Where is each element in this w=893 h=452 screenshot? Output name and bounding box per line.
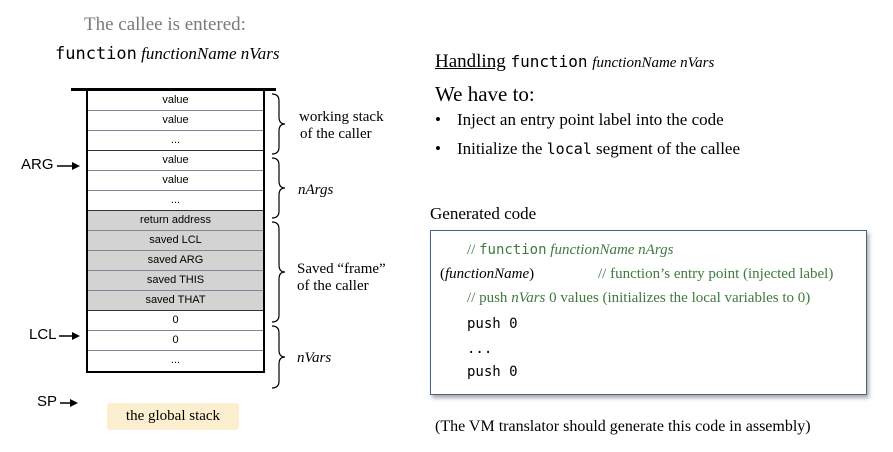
bullet-item: •Inject an entry point label into the co… (435, 110, 724, 129)
stack-cell: value (88, 91, 263, 111)
local-keyword: local (546, 140, 592, 158)
nargs-brace (271, 157, 286, 219)
arg-arrow (57, 162, 80, 170)
code-line-push-0: push 0 (467, 364, 518, 380)
bullet-item: •Initialize the local segment of the cal… (435, 139, 741, 158)
stack-cell: value (88, 171, 263, 191)
working-stack-label: working stack of the caller (299, 109, 384, 142)
callee-entered-caption: The callee is entered: (84, 14, 246, 35)
code-line-entry-label: (functionName) (440, 266, 535, 282)
stack-cell: value (88, 111, 263, 131)
handling-word: Handling (435, 51, 506, 72)
frame-cell-return-address: return address (88, 211, 263, 231)
global-stack-label: the global stack (107, 403, 239, 430)
frame-cell-saved-this: saved THIS (88, 271, 263, 291)
stack-cell: 0 (88, 311, 263, 331)
arg-pointer-label: ARG (21, 156, 54, 173)
bullet-dot-icon: • (435, 110, 441, 129)
lcl-arrow (59, 332, 80, 340)
stack-top-bar (71, 88, 276, 91)
frame-cell-saved-that: saved THAT (88, 291, 263, 311)
intro-text: We have to: (435, 82, 535, 106)
stack-cell: ... (88, 131, 263, 151)
nargs-label: nArgs (298, 182, 334, 198)
generated-code-box (430, 230, 867, 395)
saved-frame-label: Saved “frame” of the caller (297, 261, 386, 294)
title-name-args: functionName nVars (592, 55, 715, 71)
stack-cell: 0 (88, 331, 263, 351)
code-line-function-comment: // function functionName nArgs (467, 242, 674, 258)
function-name-args: functionName nVars (141, 44, 280, 63)
code-line-ellipsis: ... (467, 341, 493, 357)
code-line-push-comment: // push nVars 0 values (initializes the … (467, 290, 811, 306)
code-line-push-0: push 0 (467, 316, 518, 332)
working-stack-brace (271, 93, 286, 155)
sp-pointer-label: SP (37, 393, 58, 410)
global-stack: value value ... value value ... return a… (86, 91, 265, 373)
stack-cell: ... (170, 354, 181, 366)
frame-cell-saved-arg: saved ARG (88, 251, 263, 271)
handling-function-title: Handling function functionName nVars (435, 51, 714, 73)
frame-brace (271, 221, 286, 323)
code-line-entry-comment: // function’s entry point (injected labe… (598, 266, 834, 282)
frame-cell-saved-lcl: saved LCL (88, 231, 263, 251)
callee-signature: function functionName nVars (55, 44, 280, 64)
function-keyword: function (55, 44, 137, 64)
lcl-pointer-label: LCL (29, 326, 57, 343)
sp-arrow (60, 399, 78, 407)
vm-translator-note: (The VM translator should generate this … (435, 418, 811, 435)
stack-cell: ... (88, 191, 263, 211)
generated-code-title: Generated code (430, 204, 537, 223)
nvars-brace (271, 325, 286, 389)
title-function-keyword: function (510, 52, 588, 71)
stack-cell: value (88, 151, 263, 171)
nvars-label: nVars (297, 350, 332, 366)
bullet-dot-icon: • (435, 139, 441, 158)
